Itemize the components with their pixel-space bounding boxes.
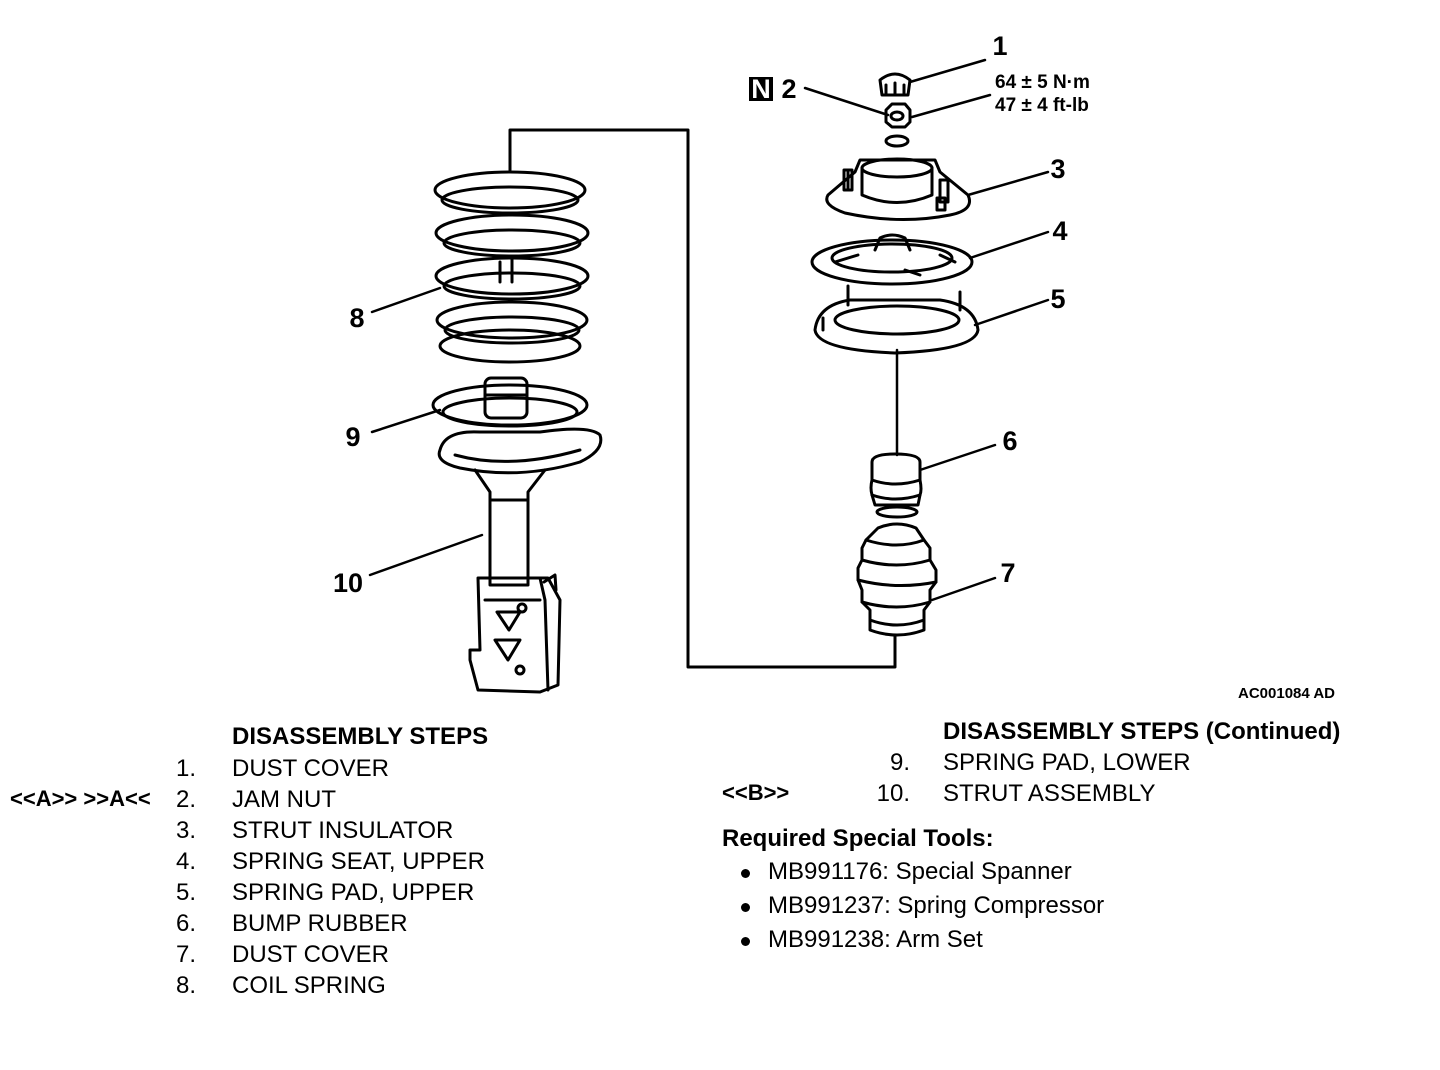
step-label: JAM NUT (232, 786, 336, 813)
tool-item: MB991176: Special Spanner (768, 858, 1072, 885)
step-number: 7. (175, 941, 196, 968)
strut-body-shape (468, 468, 562, 694)
callout-4: 4 (1052, 216, 1067, 246)
tool-item: MB991238: Arm Set (768, 926, 983, 953)
callout-8: 8 (349, 303, 364, 333)
new-part-mark: N (751, 74, 771, 104)
steps-continued-title: DISASSEMBLY STEPS (Continued) (943, 718, 1341, 745)
callout-6: 6 (1002, 426, 1017, 456)
dust-cover-cap-shape (878, 72, 912, 97)
jam-nut-shape (884, 102, 912, 129)
strut-insulator-shape (825, 157, 971, 222)
step-number: 6. (175, 910, 196, 937)
bullet-icon (741, 869, 750, 878)
step-label: STRUT INSULATOR (232, 817, 454, 844)
assembly-connector-line (508, 128, 897, 669)
tool-item: MB991237: Spring Compressor (768, 892, 1105, 919)
step-label: DUST COVER (232, 941, 389, 968)
step-number: 8. (175, 972, 196, 999)
callout-3: 3 (1050, 154, 1065, 184)
step-number: 3. (175, 817, 196, 844)
new-part-box (749, 77, 773, 101)
step-number: 1. (175, 755, 196, 782)
callout-2: 2 (781, 74, 796, 104)
step-label: DUST COVER (232, 755, 389, 782)
callout-5: 5 (1050, 284, 1065, 314)
spring-pad-upper-shape (813, 284, 980, 355)
torque-imperial: 47 ± 4 ft-lb (995, 95, 1089, 116)
torque-metric: 64 ± 5 N·m (995, 72, 1090, 93)
tools-title: Required Special Tools: (722, 825, 994, 852)
step-10-ref: <<B>> (722, 780, 790, 805)
callout-9: 9 (345, 422, 360, 452)
step-label: SPRING SEAT, UPPER (232, 848, 485, 875)
bullet-icon (741, 903, 750, 912)
bullet-icon (741, 937, 750, 946)
step-number: 10. (876, 780, 910, 807)
step-label: SPRING PAD, LOWER (943, 749, 1191, 776)
step-2-refs: <<A>> >>A<< (10, 786, 151, 811)
callout-10: 10 (333, 568, 363, 598)
spring-pad-lower-shape (431, 383, 589, 428)
step-number: 5. (175, 879, 196, 906)
spring-seat-upper-shape (810, 233, 974, 286)
step-label: SPRING PAD, UPPER (232, 879, 475, 906)
lower-spring-seat-shape (437, 427, 603, 475)
step-label: BUMP RUBBER (232, 910, 408, 937)
step-number: 2. (175, 786, 196, 813)
step-label: STRUT ASSEMBLY (943, 780, 1156, 807)
bump-rubber-shape (869, 452, 923, 519)
callout-7: 7 (1000, 558, 1015, 588)
step-number: 9. (889, 749, 910, 776)
dust-cover-shape (856, 522, 938, 637)
step-label: COIL SPRING (232, 972, 386, 999)
figure-id: AC001084 AD (1238, 685, 1335, 702)
strut-exploded-diagram: N 1 2 3 4 5 6 7 8 9 10 64 ± 5 N·m 47 ± 4… (333, 31, 1335, 702)
step-number: 4. (175, 848, 196, 875)
callout-1: 1 (992, 31, 1007, 61)
steps-title: DISASSEMBLY STEPS (232, 723, 489, 750)
coil-spring (433, 170, 590, 364)
